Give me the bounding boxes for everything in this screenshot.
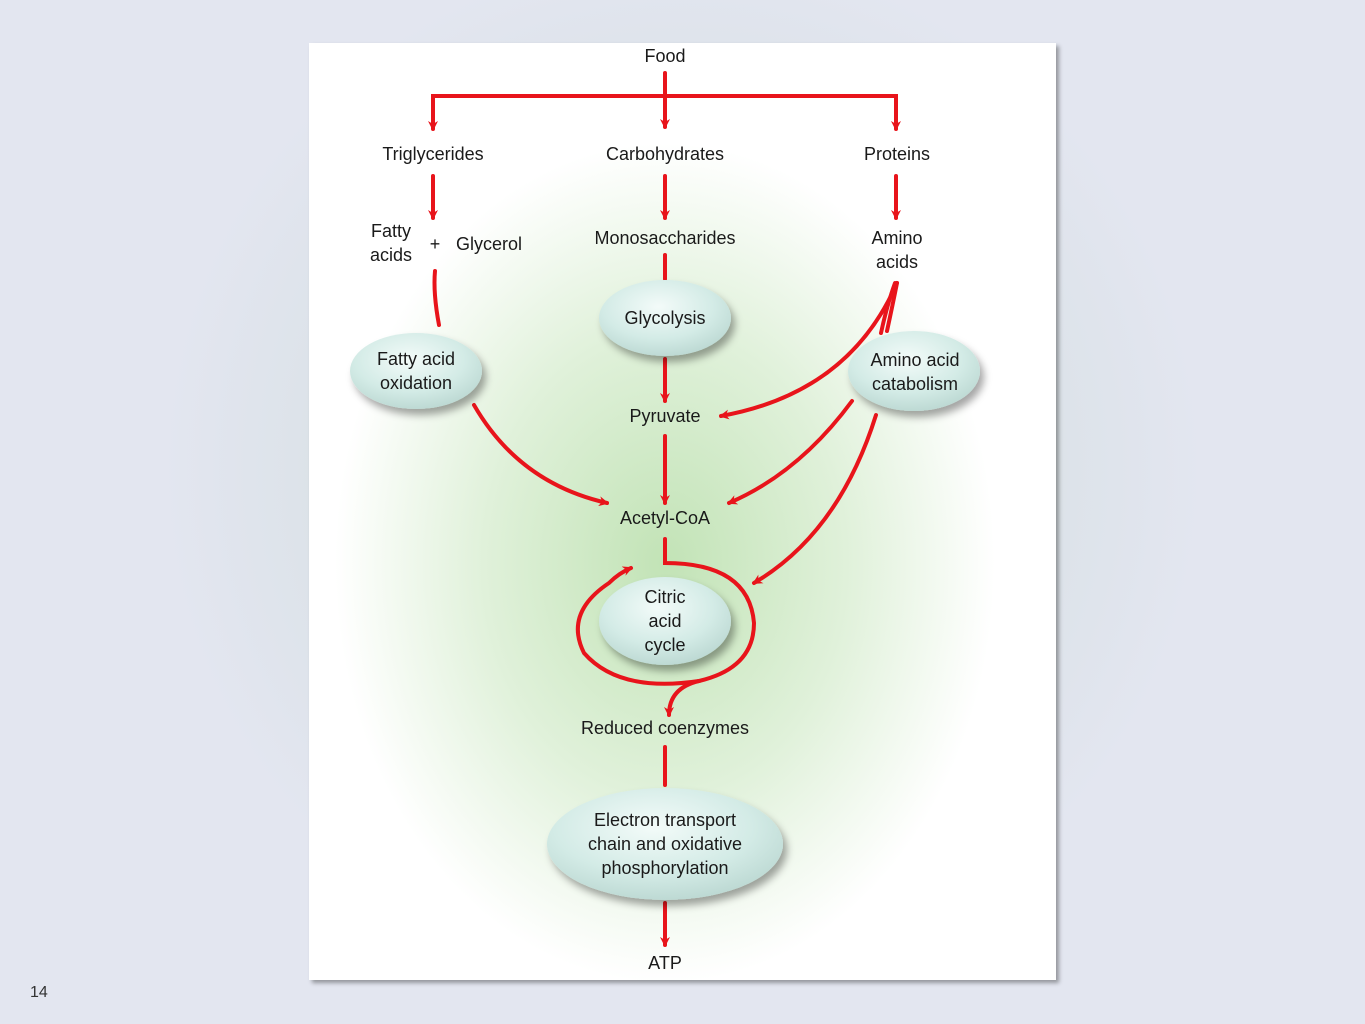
- arrow-amino-acids-pyruvate: [719, 281, 899, 420]
- proteins-label: Proteins: [863, 144, 931, 164]
- triglycerides-label: Triglycerides: [382, 144, 484, 164]
- glycolysis-node: [599, 280, 731, 356]
- line-amino-acids-catabolism: [885, 281, 899, 333]
- citric-acid-cycle-node: [599, 577, 731, 665]
- metabolism-diagram: Food Triglycerides Carbohydrates Protein…: [309, 43, 1056, 980]
- monosaccharides-label: Monosaccharides: [594, 228, 736, 248]
- line-amino-acids-catabolism-2: [879, 281, 897, 335]
- carbohydrates-label: Carbohydrates: [605, 144, 725, 164]
- acetyl-coa-label: Acetyl-CoA: [619, 508, 711, 528]
- arrow-cycle-reduced-coenzymes: [664, 679, 701, 717]
- fatty-acid-oxidation-text: Fatty acid oxidation: [376, 349, 456, 393]
- line-acetyl-coa-cycle: [663, 537, 757, 683]
- reduced-coenzymes-label: Reduced coenzymes: [580, 718, 750, 738]
- pathway-arrows: [335, 71, 995, 980]
- pyruvate-label: Pyruvate: [629, 406, 701, 426]
- fatty-acids-label: Fatty acids: [369, 221, 413, 265]
- line-fatty-acids-oxidation: [432, 269, 441, 327]
- citric-acid-cycle-text: Citric acid cycle: [644, 587, 686, 655]
- amino-acid-catabolism-text: Amino acid catabolism: [870, 350, 960, 394]
- arrow-fatty-acid-oxidation-acetyl-coa: [472, 403, 609, 507]
- arrow-catabolism-citric-cycle: [752, 413, 878, 585]
- plus-sign: +: [429, 234, 441, 254]
- electron-transport-text: Electron transport chain and oxidative p…: [587, 810, 743, 878]
- electron-transport-node: [547, 788, 783, 900]
- citric-cycle-loop: [575, 566, 701, 686]
- glycerol-label: Glycerol: [455, 234, 522, 254]
- arrow-catabolism-acetyl-coa: [727, 399, 854, 505]
- glycolysis-text: Glycolysis: [624, 308, 706, 328]
- food-label: Food: [644, 46, 686, 66]
- amino-acids-label: Amino acids: [871, 228, 923, 272]
- slide-number: 14: [30, 984, 48, 1001]
- atp-label: ATP: [648, 953, 682, 973]
- amino-acid-catabolism-node: [848, 331, 980, 411]
- fatty-acid-oxidation-node: [350, 333, 482, 409]
